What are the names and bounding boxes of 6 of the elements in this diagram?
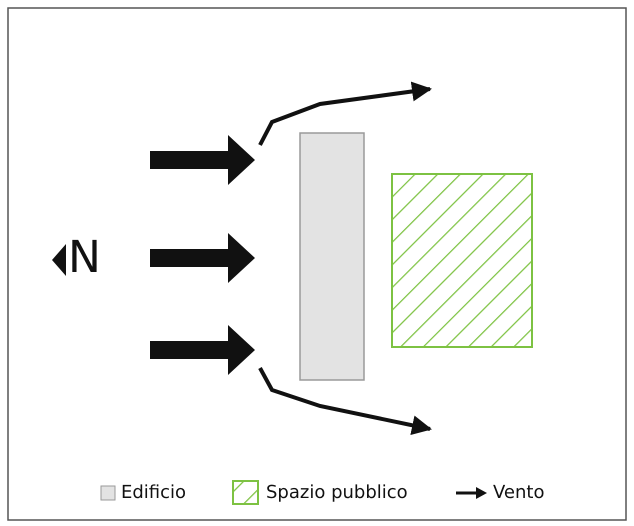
legend-label: Edificio <box>121 481 186 505</box>
north-label: N <box>68 233 101 283</box>
legend-label: Spazio pubblico <box>266 481 408 505</box>
building-block <box>299 132 365 381</box>
legend-label: Vento <box>493 481 544 505</box>
hatched-area <box>391 173 533 348</box>
